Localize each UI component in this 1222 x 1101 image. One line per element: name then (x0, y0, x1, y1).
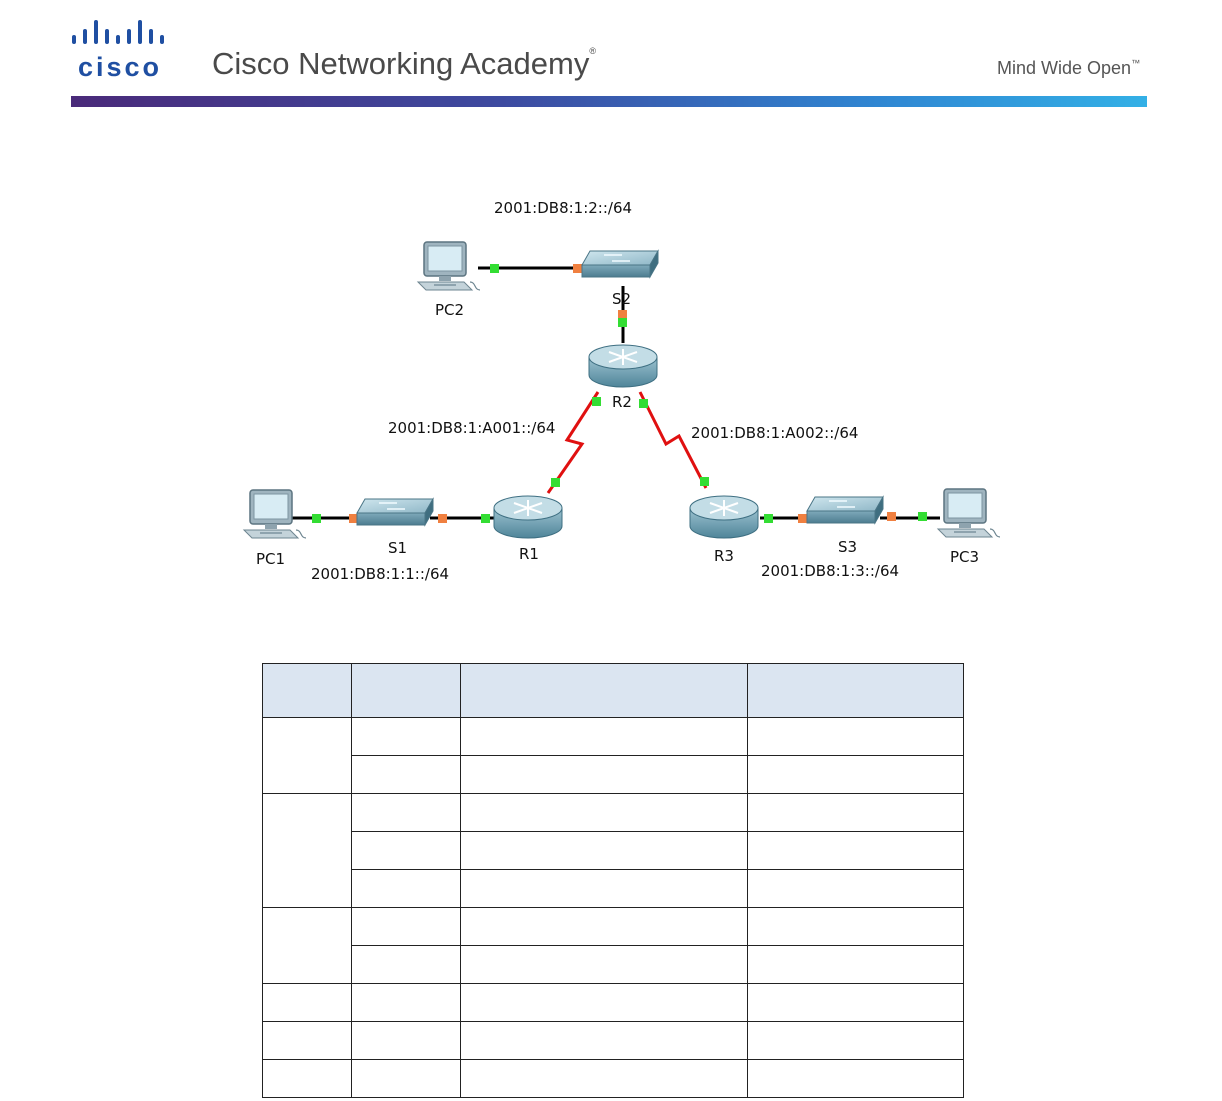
pc3-label: PC3 (950, 548, 979, 566)
table-cell (747, 945, 964, 984)
table-cell (351, 717, 461, 756)
table-cell (747, 793, 964, 832)
table-cell (460, 945, 748, 984)
table-row (263, 945, 964, 984)
pc-icon (937, 488, 1001, 538)
table-cell (747, 755, 964, 794)
trademark-mark: ™ (1131, 58, 1141, 68)
table-row (263, 831, 964, 870)
topology-diagram: PC1 PC2 PC3 S1 S2 S3 R1 R2 R3 2001:DB8:1… (243, 199, 1001, 583)
table-cell (351, 831, 461, 870)
table-header-cell (747, 663, 964, 718)
table-row (262, 907, 964, 984)
network-label-wan-r2-r3: 2001:DB8:1:A002::/64 (691, 424, 858, 442)
table-cell (262, 793, 352, 908)
network-label-lan-r2: 2001:DB8:1:2::/64 (494, 199, 632, 217)
table-cell (351, 869, 461, 908)
table-cell (747, 1021, 964, 1060)
pc2-device[interactable] (417, 241, 481, 291)
table-row (263, 755, 964, 794)
table-cell (747, 1059, 964, 1098)
addressing-table (262, 663, 964, 1098)
table-cell (747, 717, 964, 756)
switch-icon (581, 250, 659, 278)
table-header-cell (262, 663, 352, 718)
page-title-text: Cisco Networking Academy (212, 46, 590, 81)
table-row (263, 869, 964, 908)
table-row (262, 1059, 964, 1098)
r3-device[interactable] (689, 495, 759, 539)
table-row (262, 793, 964, 908)
table-header-cell (460, 663, 748, 718)
table-cell (460, 717, 748, 756)
table-cell (460, 1059, 748, 1098)
page-title: Cisco Networking Academy® (212, 46, 596, 82)
r3-label: R3 (714, 547, 734, 565)
cisco-logo-text: cisco (78, 52, 163, 82)
router-icon (588, 344, 658, 388)
r1-device[interactable] (493, 495, 563, 539)
switch-icon (356, 498, 434, 526)
table-row (262, 983, 964, 1022)
table-cell (262, 907, 352, 984)
tagline: Mind Wide Open™ (997, 58, 1140, 79)
table-cell (460, 755, 748, 794)
pc-icon (243, 489, 307, 539)
table-cell (351, 945, 461, 984)
network-label-wan-r1-r2: 2001:DB8:1:A001::/64 (388, 419, 555, 437)
switch-icon (806, 496, 884, 524)
table-cell (262, 1021, 352, 1060)
pc1-device[interactable] (243, 489, 307, 539)
table-cell (351, 907, 461, 946)
table-cell (747, 983, 964, 1022)
r1-label: R1 (519, 545, 539, 563)
s1-device[interactable] (356, 498, 434, 526)
table-cell (262, 717, 352, 794)
s1-label: S1 (388, 539, 407, 557)
table-cell (351, 755, 461, 794)
table-row (262, 717, 964, 794)
table-cell (460, 869, 748, 908)
table-cell (747, 907, 964, 946)
s2-device[interactable] (581, 250, 659, 278)
pc2-label: PC2 (435, 301, 464, 319)
table-cell (351, 1059, 461, 1098)
table-cell (747, 869, 964, 908)
header-gradient-bar (71, 96, 1147, 107)
pc3-device[interactable] (937, 488, 1001, 538)
port-indicators (312, 264, 927, 523)
pc-icon (417, 241, 481, 291)
cisco-bridge-logo-icon (72, 20, 164, 44)
table-cell (262, 1059, 352, 1098)
r2-device[interactable] (588, 344, 658, 388)
table-header-cell (351, 663, 461, 718)
table-cell (351, 983, 461, 1022)
table-cell (262, 983, 352, 1022)
table-cell (351, 793, 461, 832)
network-label-lan-r3: 2001:DB8:1:3::/64 (761, 562, 899, 580)
router-icon (689, 495, 759, 539)
table-cell (460, 831, 748, 870)
pc1-label: PC1 (256, 550, 285, 568)
table-cell (460, 983, 748, 1022)
registered-mark: ® (589, 46, 596, 56)
table-cell (460, 793, 748, 832)
s2-label: S2 (612, 290, 631, 308)
table-header-row (262, 663, 964, 718)
s3-label: S3 (838, 538, 857, 556)
tagline-text: Mind Wide Open (997, 58, 1132, 78)
table-cell (747, 831, 964, 870)
table-row (262, 1021, 964, 1060)
table-cell (351, 1021, 461, 1060)
router-icon (493, 495, 563, 539)
table-cell (460, 1021, 748, 1060)
network-label-lan-r1: 2001:DB8:1:1::/64 (311, 565, 449, 583)
s3-device[interactable] (806, 496, 884, 524)
page-header: cisco Cisco Networking Academy® Mind Wid… (0, 0, 1222, 120)
serial-links (546, 391, 708, 494)
table-cell (460, 907, 748, 946)
r2-label: R2 (612, 393, 632, 411)
